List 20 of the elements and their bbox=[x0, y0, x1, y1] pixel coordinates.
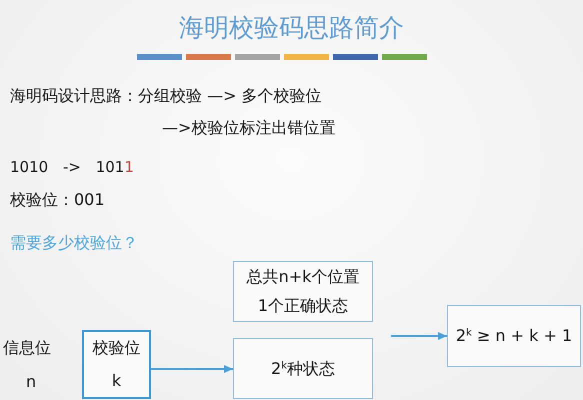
design-idea-text: —>校验位标注出错位置 bbox=[162, 117, 336, 139]
box-text: 总共n+k个位置 bbox=[246, 266, 360, 288]
box-text: 2$^{k}$种状态 bbox=[271, 358, 335, 380]
arrow bbox=[391, 332, 447, 340]
arrow bbox=[151, 365, 233, 373]
states-box bbox=[233, 338, 373, 399]
variable-name: k bbox=[112, 370, 122, 392]
formula-text: 2$^{k}$ ≥ n + k + 1 bbox=[456, 325, 572, 347]
design-idea-text: 海明码设计思路：分组校验 —> 多个校验位 bbox=[10, 85, 322, 107]
question-heading: 需要多少校验位？ bbox=[10, 232, 138, 254]
column-label: 信息位 bbox=[3, 337, 51, 359]
box-text: 1个正确状态 bbox=[258, 295, 348, 318]
variable-name: n bbox=[26, 371, 36, 393]
check-bit-box bbox=[82, 330, 151, 399]
inequality-box bbox=[447, 305, 581, 367]
check-bits-text: 校验位：001 bbox=[10, 189, 105, 211]
box-heading: 校验位 bbox=[92, 337, 140, 360]
positions-box bbox=[233, 261, 373, 322]
bit-example: 1010 -> 1011 bbox=[10, 157, 134, 178]
slide-title: 海明校验码思路简介 bbox=[179, 12, 404, 44]
